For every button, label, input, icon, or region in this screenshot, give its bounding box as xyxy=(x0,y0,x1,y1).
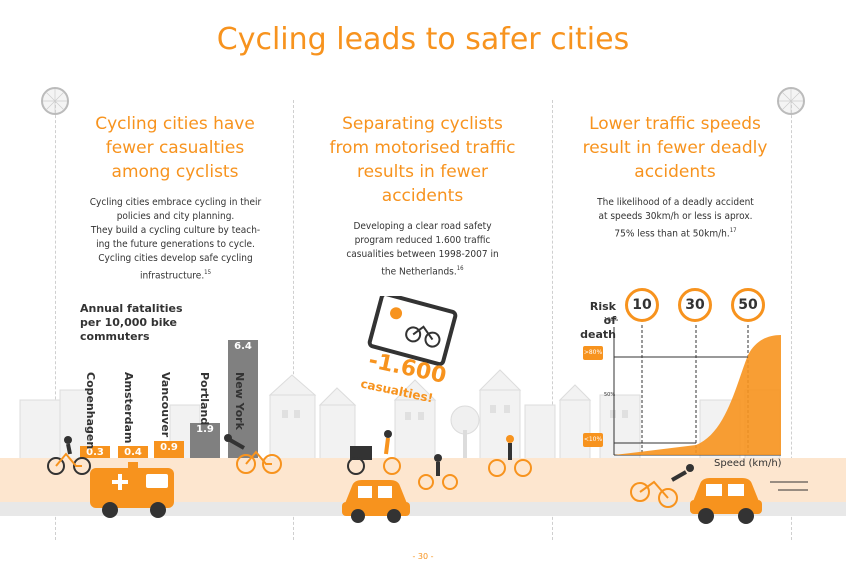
marker-low: <10% xyxy=(583,433,603,447)
bar-portland xyxy=(190,422,220,458)
bar-value: 0.9 xyxy=(160,442,178,454)
marker-high: >80% xyxy=(583,346,603,360)
speed-sign-30: 30 xyxy=(678,288,712,322)
ambulance-icon xyxy=(90,462,174,518)
cyclist-icon xyxy=(47,436,91,475)
tick-label: 100% xyxy=(604,317,619,323)
page-number: - 30 - xyxy=(412,552,434,561)
risk-curve-chart xyxy=(613,325,781,456)
city-label: Vancouver xyxy=(159,372,172,438)
bar-amsterdam xyxy=(118,446,148,458)
child-cyclist-icon xyxy=(418,454,458,490)
bar-copenhagen xyxy=(80,446,110,458)
divider xyxy=(552,100,553,540)
sidewalk xyxy=(0,502,846,516)
bar-new-york xyxy=(228,340,258,458)
city-label: Portland xyxy=(198,372,211,426)
speed-lines-icon xyxy=(770,481,808,491)
bar-value: 0.4 xyxy=(124,447,142,458)
divider xyxy=(293,100,294,540)
city-label: Copenhagen xyxy=(84,372,97,450)
cycle-path-sign-icon xyxy=(367,296,458,366)
speed-sign-10: 10 xyxy=(625,288,659,322)
bar-value: 0.3 xyxy=(86,447,104,458)
speed-sign-50: 50 xyxy=(731,288,765,322)
falling-cyclist-icon xyxy=(224,434,282,474)
car-icon xyxy=(342,480,410,523)
tick-label: 50% xyxy=(604,392,616,398)
bar-vancouver xyxy=(154,441,184,458)
cargo-bike-icon xyxy=(347,430,401,475)
falling-cyclist-icon xyxy=(630,464,694,508)
page-title: Cycling leads to safer cities xyxy=(216,22,630,57)
car-icon xyxy=(690,478,762,524)
city-label: New York xyxy=(233,372,246,430)
divider xyxy=(791,100,792,540)
speed-axis-label: Speed (km/h) xyxy=(714,458,782,469)
bar-value: 6.4 xyxy=(234,341,252,352)
city-label: Amsterdam xyxy=(122,372,135,444)
bar-value: 1.9 xyxy=(196,423,214,435)
divider xyxy=(55,100,56,540)
cyclist-icon xyxy=(488,435,532,477)
